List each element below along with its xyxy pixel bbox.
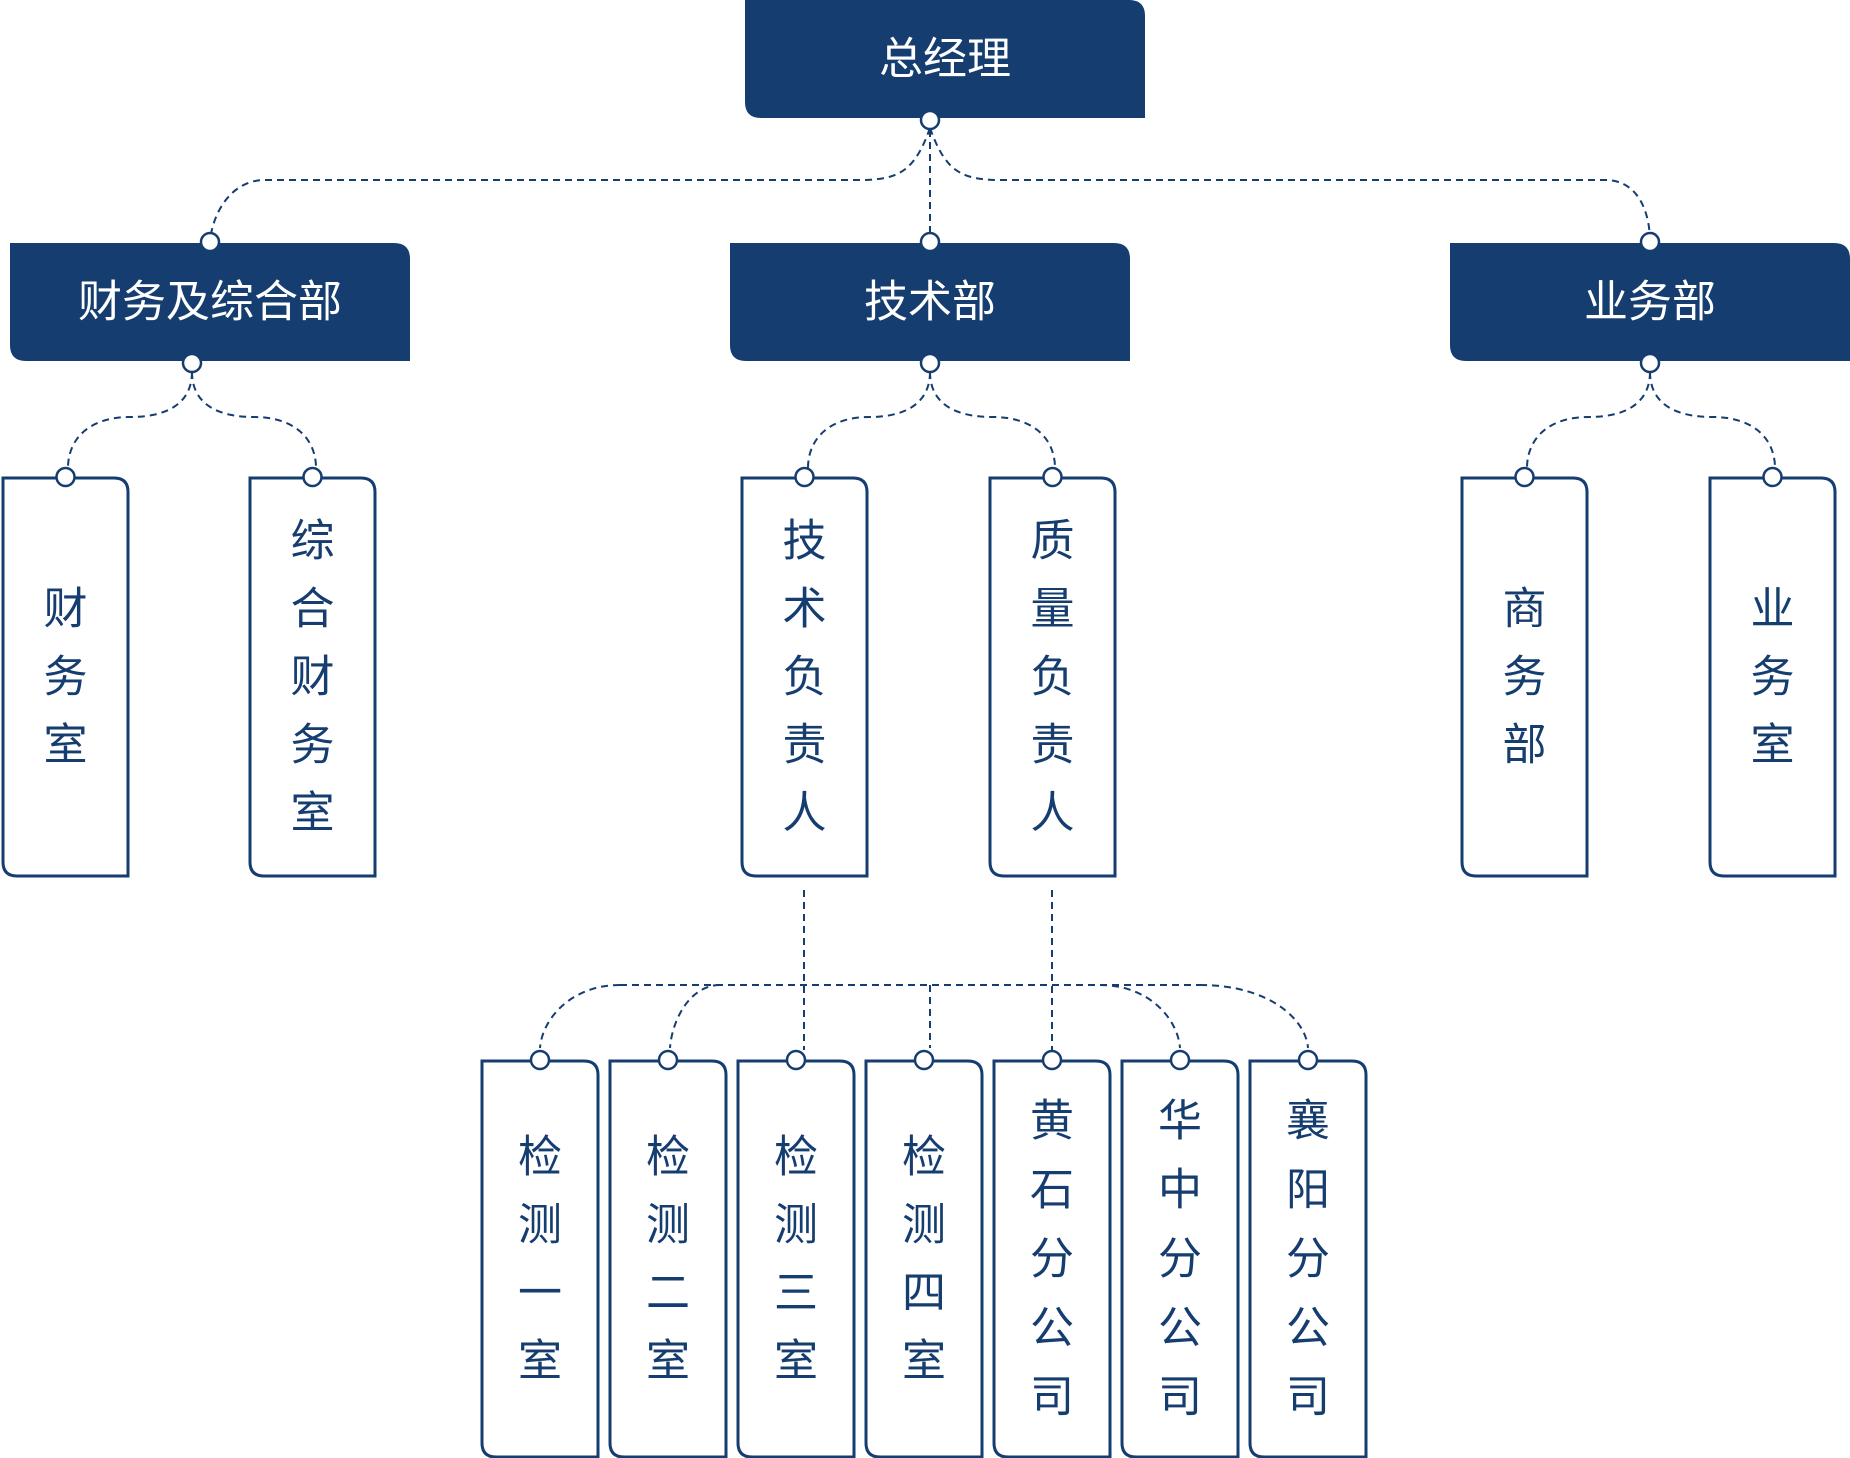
unit-top-dot bbox=[913, 1049, 935, 1071]
connector-bus-unit-1 bbox=[669, 984, 721, 1049]
unit-box bbox=[1120, 1059, 1240, 1458]
department-bottom-dot bbox=[919, 352, 941, 374]
role-label: 财务室 bbox=[44, 584, 88, 771]
unit-label: 检测二室 bbox=[646, 1132, 690, 1387]
unit-top-dot bbox=[1041, 1049, 1063, 1071]
unit-box bbox=[992, 1059, 1112, 1458]
department-top-dot bbox=[1639, 231, 1661, 253]
connector-dept-1-child-0 bbox=[807, 371, 931, 469]
unit-label: 检测四室 bbox=[902, 1132, 946, 1387]
department-bottom-dot bbox=[1639, 352, 1661, 374]
department-top-dot bbox=[919, 231, 941, 253]
connector-bus-unit-5 bbox=[1099, 984, 1181, 1049]
department-box bbox=[730, 243, 1130, 361]
unit-top-dot bbox=[529, 1049, 551, 1071]
unit-label: 黄石分公司 bbox=[1030, 1096, 1074, 1423]
connector-dept-0-child-0 bbox=[67, 371, 193, 469]
unit-label: 检测三室 bbox=[774, 1132, 818, 1387]
connector-dept-1-child-1 bbox=[929, 371, 1056, 469]
role-box bbox=[988, 476, 1117, 878]
role-label: 技术负责人 bbox=[783, 516, 827, 839]
top-box-label: 总经理 bbox=[879, 34, 1011, 85]
unit-top-dot bbox=[785, 1049, 807, 1071]
connector-bus-unit-6 bbox=[1199, 984, 1309, 1049]
unit-box bbox=[480, 1059, 600, 1458]
role-box bbox=[1460, 476, 1589, 878]
connector-dept-0-child-1 bbox=[191, 371, 317, 469]
unit-label: 襄阳分公司 bbox=[1286, 1096, 1330, 1423]
role-top-dot bbox=[55, 466, 76, 488]
department-box bbox=[1450, 243, 1850, 361]
connector-top-to-business bbox=[929, 127, 1651, 243]
unit-top-dot bbox=[1297, 1049, 1319, 1071]
role-top-dot bbox=[1762, 466, 1783, 488]
unit-box bbox=[864, 1059, 984, 1458]
unit-box bbox=[608, 1059, 728, 1458]
department-label: 业务部 bbox=[1584, 277, 1716, 328]
top-connector-dot bbox=[919, 109, 941, 131]
connector-bus-unit-0 bbox=[539, 984, 621, 1049]
connector-top-to-finance bbox=[209, 127, 931, 243]
unit-label: 检测一室 bbox=[518, 1132, 562, 1387]
unit-box bbox=[736, 1059, 856, 1458]
role-top-dot bbox=[1514, 466, 1535, 488]
unit-top-dot bbox=[1169, 1049, 1191, 1071]
role-box bbox=[740, 476, 869, 878]
top-box bbox=[745, 0, 1145, 118]
role-label: 业务室 bbox=[1751, 584, 1795, 771]
role-box bbox=[1, 476, 130, 878]
role-label: 质量负责人 bbox=[1031, 516, 1075, 839]
role-box bbox=[248, 476, 377, 878]
connector-dept-2-child-1 bbox=[1649, 371, 1776, 469]
unit-label: 华中分公司 bbox=[1158, 1096, 1202, 1423]
connector-dept-2-child-0 bbox=[1526, 371, 1651, 469]
department-bottom-dot bbox=[181, 352, 203, 374]
unit-box bbox=[1248, 1059, 1368, 1458]
unit-top-dot bbox=[657, 1049, 679, 1071]
role-top-dot bbox=[302, 466, 323, 488]
role-top-dot bbox=[1042, 466, 1063, 488]
role-label: 商务部 bbox=[1503, 584, 1547, 771]
department-top-dot bbox=[199, 231, 221, 253]
role-box bbox=[1708, 476, 1837, 878]
role-label: 综合财务室 bbox=[291, 516, 335, 839]
department-label: 技术部 bbox=[864, 277, 996, 328]
department-box bbox=[10, 243, 410, 361]
role-top-dot bbox=[794, 466, 815, 488]
department-label: 财务及综合部 bbox=[78, 277, 342, 328]
